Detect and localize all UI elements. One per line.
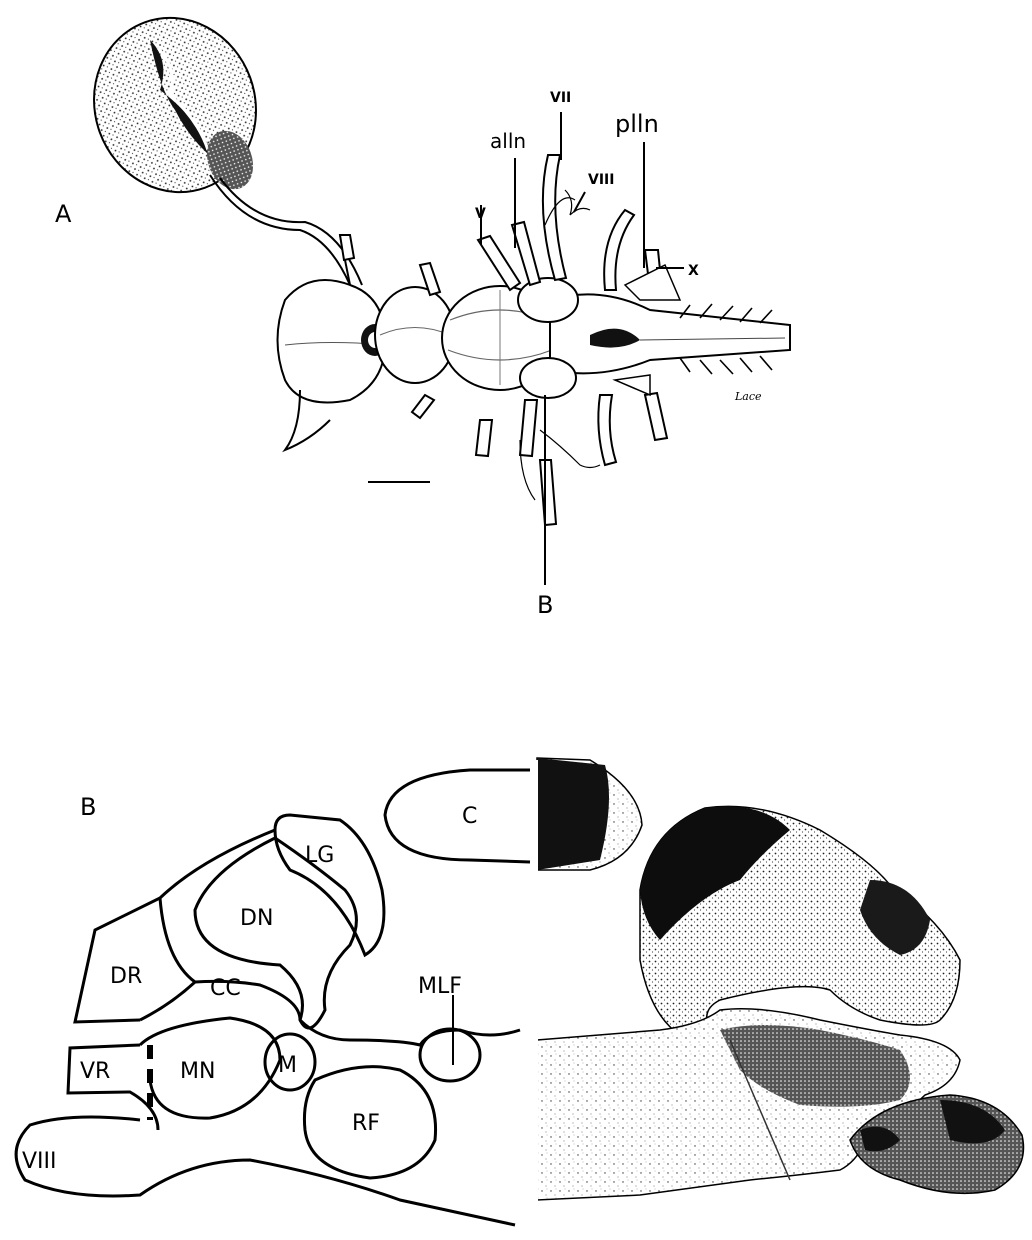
panel-a: A: [55, 0, 790, 619]
region-mn: MN: [180, 1059, 215, 1084]
eye-drawing: [70, 0, 281, 215]
region-mlf: MLF: [418, 974, 462, 999]
region-cc: CC: [210, 976, 241, 1001]
label-alln: alln: [490, 129, 526, 153]
region-c: C: [462, 804, 477, 829]
region-rf: RF: [352, 1111, 380, 1136]
label-plln: plln: [615, 110, 659, 138]
region-dn: DN: [240, 906, 273, 931]
region-m: M: [278, 1053, 297, 1078]
label-x: X: [688, 263, 699, 279]
region-dr: DR: [110, 964, 142, 989]
panel-b: B: [16, 758, 1023, 1225]
panel-b-label: B: [80, 793, 96, 821]
label-viii: VIII: [588, 172, 614, 188]
brain-drawing: [278, 155, 791, 525]
stained-section-micrograph: [537, 758, 1023, 1210]
region-viii: VIII: [22, 1149, 57, 1174]
region-vr: VR: [80, 1059, 110, 1084]
panel-a-label: A: [55, 200, 72, 228]
region-lg: LG: [305, 843, 334, 868]
label-vii: VII: [550, 90, 571, 106]
artist-signature: Lace: [734, 390, 762, 403]
label-b-marker: B: [537, 591, 553, 619]
